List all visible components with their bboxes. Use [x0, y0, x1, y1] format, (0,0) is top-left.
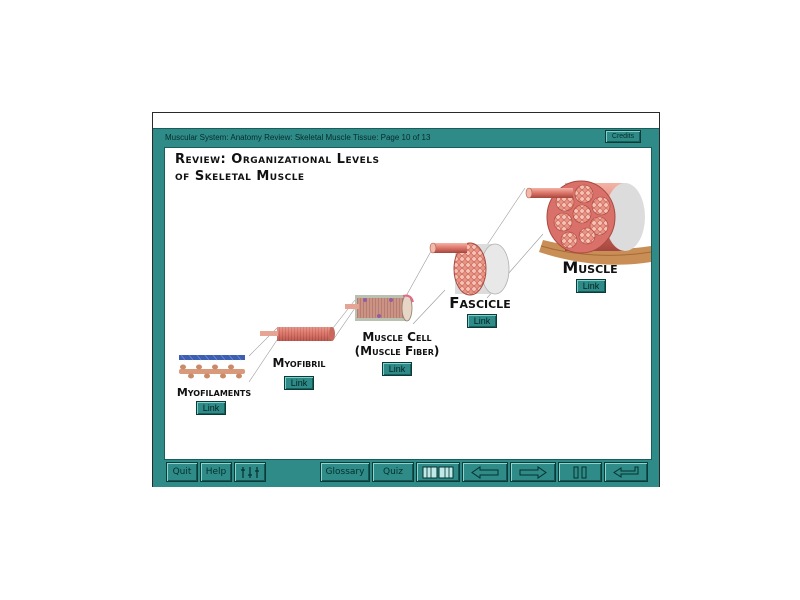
back-button[interactable] — [462, 462, 508, 482]
notebook-icon — [422, 466, 454, 479]
glossary-button[interactable]: Glossary — [320, 462, 370, 482]
slide-heading-line2: of Skeletal Muscle — [175, 169, 305, 184]
muscle-illustration — [525, 180, 651, 265]
label-myofilaments: Myofilaments — [176, 386, 252, 399]
myofilaments-illustration — [179, 354, 245, 379]
pause-button[interactable] — [558, 462, 602, 482]
link-fascicle-button[interactable]: Link — [467, 314, 497, 328]
quit-button[interactable]: Quit — [166, 462, 198, 482]
slide-content: Review: Organizational Levels of Skeleta… — [164, 147, 652, 460]
pause-icon — [573, 466, 587, 479]
link-muscle-cell-button[interactable]: Link — [382, 362, 412, 376]
link-myofibril-button[interactable]: Link — [284, 376, 314, 390]
quiz-button[interactable]: Quiz — [372, 462, 414, 482]
link-muscle-button[interactable]: Link — [576, 279, 606, 293]
audio-settings-button[interactable] — [234, 462, 266, 482]
label-muscle-fiber: (Muscle Fiber) — [354, 344, 440, 358]
help-button[interactable]: Help — [200, 462, 232, 482]
fascicle-illustration — [429, 242, 510, 296]
credits-button[interactable]: Credits — [605, 130, 641, 143]
back-arrow-icon — [471, 466, 499, 479]
navigation-toolbar: Quit Help Glossary Quiz — [164, 462, 650, 483]
return-icon — [613, 466, 639, 478]
forward-button[interactable] — [510, 462, 556, 482]
muscle-cell-illustration — [345, 294, 414, 322]
slide-heading-line1: Review: Organizational Levels — [175, 152, 380, 167]
audio-settings-icon — [241, 467, 259, 478]
return-button[interactable] — [604, 462, 648, 482]
notebook-button[interactable] — [416, 462, 460, 482]
muscle-hierarchy-illustration — [179, 180, 651, 383]
label-muscle-cell: Muscle Cell — [362, 330, 432, 344]
app-window: Muscular System: Anatomy Review: Skeleta… — [152, 112, 660, 487]
window-title: Muscular System: Anatomy Review: Skeleta… — [165, 133, 431, 142]
teal-frame: Muscular System: Anatomy Review: Skeleta… — [153, 128, 659, 487]
label-fascicle: Fascicle — [449, 294, 511, 312]
myofibril-illustration — [260, 327, 335, 341]
label-muscle: Muscle — [562, 258, 618, 277]
link-myofilaments-button[interactable]: Link — [196, 401, 226, 415]
label-myofibril: Myofibril — [272, 356, 326, 370]
forward-arrow-icon — [519, 466, 547, 479]
